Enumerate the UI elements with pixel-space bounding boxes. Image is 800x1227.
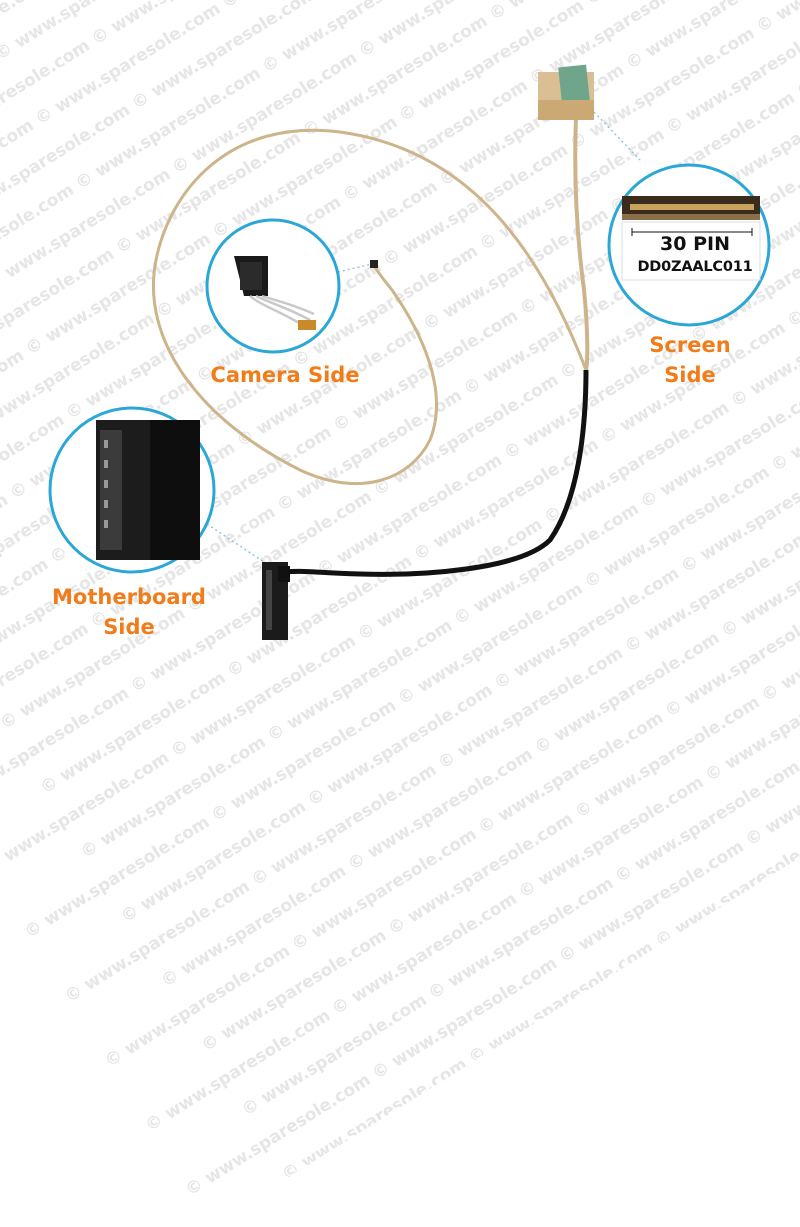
screen-connector-spec: 30 PIN DD0ZAALC011 (628, 232, 762, 278)
motherboard-leader-line (206, 523, 271, 567)
screen-side-label: Screen Side (649, 333, 731, 387)
product-image: © www.sparesole.com © www.sparesole.com … (0, 0, 800, 1200)
camera-cable (151, 128, 588, 485)
motherboard-detail-circle (48, 406, 216, 574)
camera-connector-small (370, 260, 378, 268)
motherboard-connector (262, 562, 290, 640)
part-number: DD0ZAALC011 (637, 259, 753, 275)
screen-leader-line (593, 111, 641, 161)
screen-detail-circle (607, 163, 771, 327)
screen-cable-tan (573, 117, 590, 371)
pin-count: 30 PIN (660, 233, 730, 255)
camera-detail-circle (205, 218, 341, 354)
camera-side-label: Camera Side (210, 363, 360, 387)
motherboard-side-label: Motherboard Side (44, 582, 214, 642)
motherboard-label-line2: Side (103, 615, 155, 639)
camera-leader-line (337, 263, 373, 273)
motherboard-label-line1: Motherboard (52, 585, 206, 609)
main-cable-black (285, 369, 589, 577)
cable-illustration (48, 64, 771, 640)
screen-connector (538, 64, 594, 120)
